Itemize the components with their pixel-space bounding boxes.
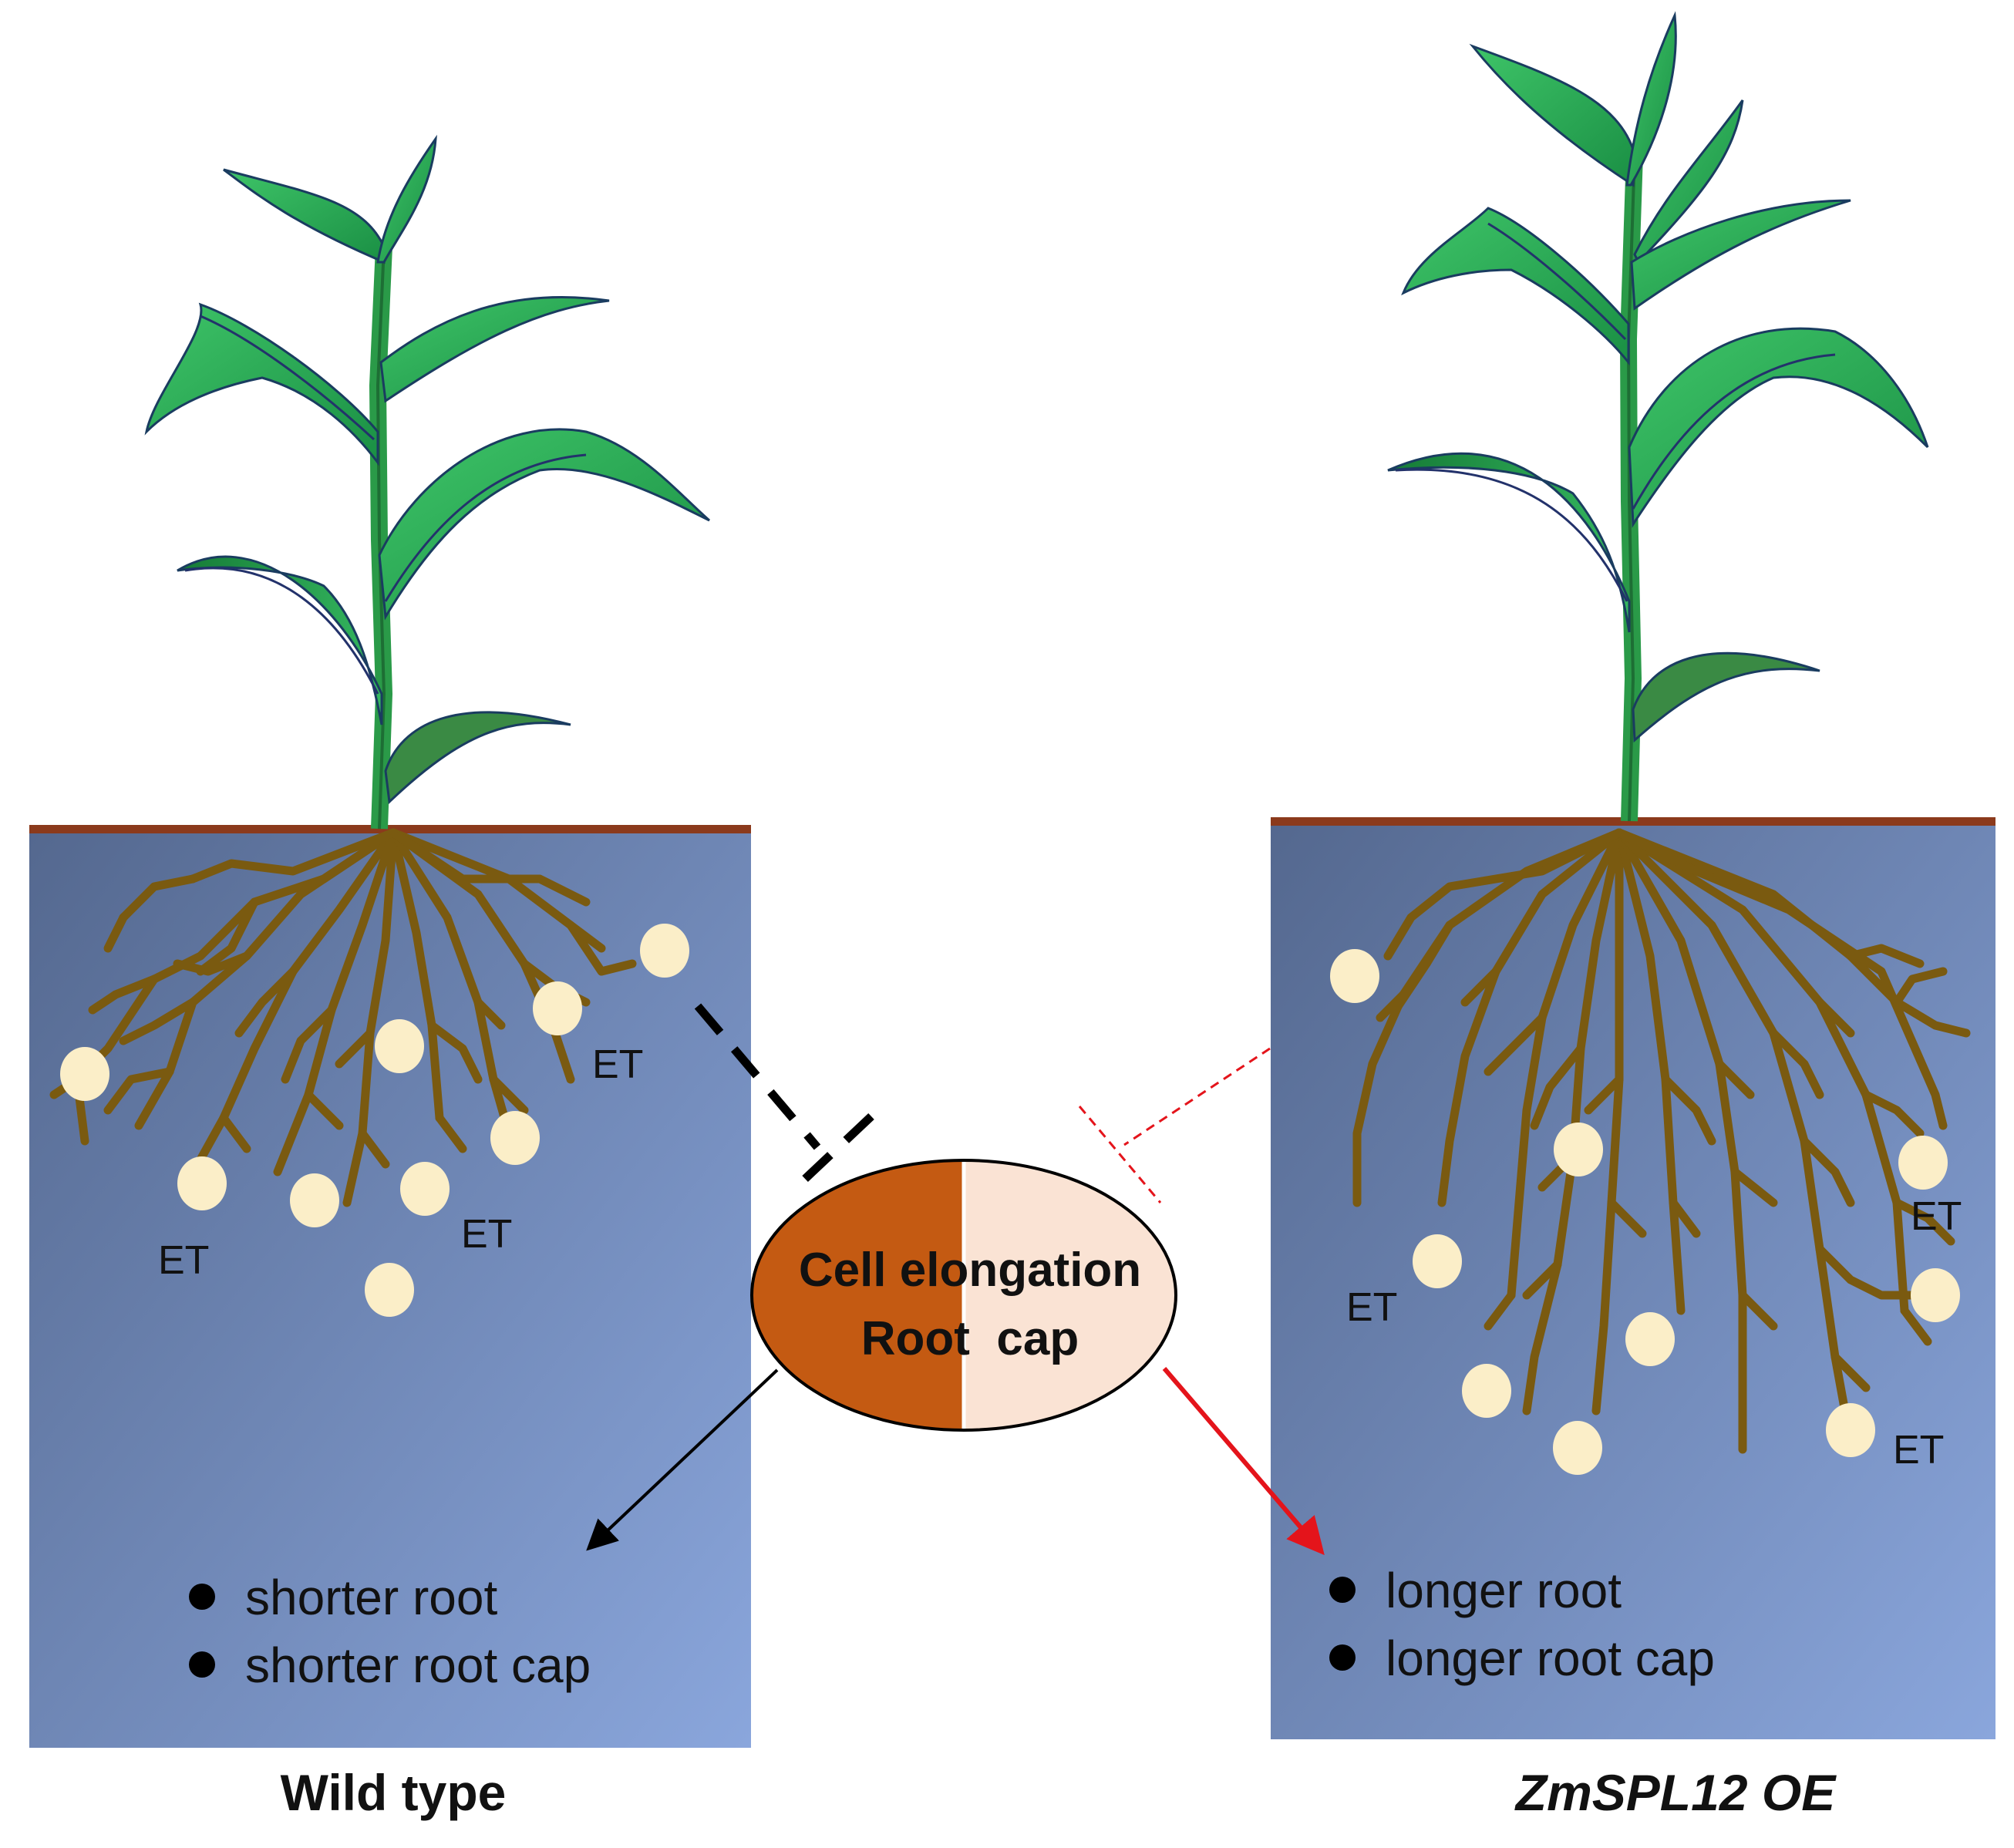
et-dot — [1554, 1123, 1603, 1176]
dashed-connector-wild-type — [694, 1003, 821, 1150]
root-system-wild-type — [49, 828, 637, 1207]
bullet-shorter-root-cap: shorter root cap — [245, 1638, 591, 1693]
bullet-dot — [1329, 1577, 1356, 1603]
et-dot — [1462, 1364, 1511, 1418]
et-dot — [290, 1173, 339, 1227]
et-dots-overexpression — [1330, 949, 1960, 1475]
oval-label-root-cap: Root cap — [861, 1312, 1079, 1365]
panel-label-wild-type: Wild type — [281, 1764, 507, 1821]
bullet-dot — [189, 1651, 215, 1678]
arrow-to-wild-type — [586, 1368, 779, 1551]
et-dot — [60, 1047, 109, 1101]
et-dot — [1625, 1312, 1675, 1366]
leaf — [144, 302, 379, 466]
leaf — [379, 295, 610, 403]
dotted-connector-overexpression — [1123, 1047, 1271, 1146]
et-dot — [1898, 1136, 1948, 1190]
root-system-overexpression — [1352, 828, 1971, 1454]
soil-box-overexpression — [1271, 825, 1995, 1739]
leaf — [1625, 11, 1677, 187]
et-dot — [1911, 1268, 1960, 1322]
leaf — [1469, 43, 1636, 187]
bullet-dot — [1329, 1644, 1356, 1671]
leaf — [378, 428, 710, 621]
leaf — [1632, 651, 1820, 743]
dashed-connector-wild-type — [787, 1113, 874, 1197]
arrow-to-overexpression — [1162, 1367, 1325, 1556]
wild-type-panel: ET ET ET shorter root shorter root cap W… — [29, 134, 751, 1821]
cell-elongation-oval: Cell elongation Root cap — [750, 1159, 1177, 1432]
et-dot — [400, 1162, 450, 1216]
leaf — [1628, 327, 1929, 528]
leaf — [376, 134, 437, 264]
et-dot — [640, 924, 689, 978]
et-label: ET — [461, 1212, 512, 1257]
leaf — [1633, 99, 1744, 264]
et-dot — [533, 981, 582, 1035]
et-label: ET — [158, 1238, 209, 1283]
bullet-shorter-root: shorter root — [245, 1570, 497, 1625]
et-dot — [1826, 1403, 1875, 1457]
soil-surface-line — [29, 825, 751, 833]
leaf — [1630, 199, 1851, 311]
et-label: ET — [1346, 1285, 1397, 1330]
et-label: ET — [592, 1042, 643, 1087]
et-dot — [490, 1111, 540, 1165]
et-dot — [1553, 1421, 1602, 1475]
plant-shoot-wild-type — [144, 134, 710, 830]
et-dot — [1330, 949, 1379, 1003]
dotted-connector-overexpression — [1078, 1106, 1162, 1203]
center-connectors — [694, 1003, 1271, 1203]
et-dot — [365, 1263, 414, 1317]
panel-label-overexpression: ZmSPL12 OE — [1514, 1764, 1837, 1821]
bullet-dot — [189, 1584, 215, 1610]
et-dots-wild-type — [60, 924, 689, 1317]
et-dot — [1413, 1234, 1462, 1288]
bullet-longer-root: longer root — [1386, 1563, 1622, 1618]
et-label: ET — [1911, 1194, 1962, 1239]
overexpression-panel: ET ET ET longer root longer root cap ZmS… — [1271, 11, 1995, 1821]
et-dot — [177, 1156, 227, 1210]
leaf — [1401, 207, 1630, 366]
soil-surface-line — [1271, 817, 1995, 826]
leaf — [1387, 452, 1631, 633]
oval-label-cell-elongation: Cell elongation — [799, 1244, 1141, 1297]
leaf — [223, 168, 386, 264]
leaf — [384, 711, 571, 805]
plant-shoot-overexpression — [1387, 11, 1929, 822]
leaf — [177, 555, 383, 725]
et-dot — [375, 1019, 424, 1073]
bullet-longer-root-cap: longer root cap — [1386, 1631, 1715, 1686]
et-label: ET — [1893, 1428, 1944, 1473]
